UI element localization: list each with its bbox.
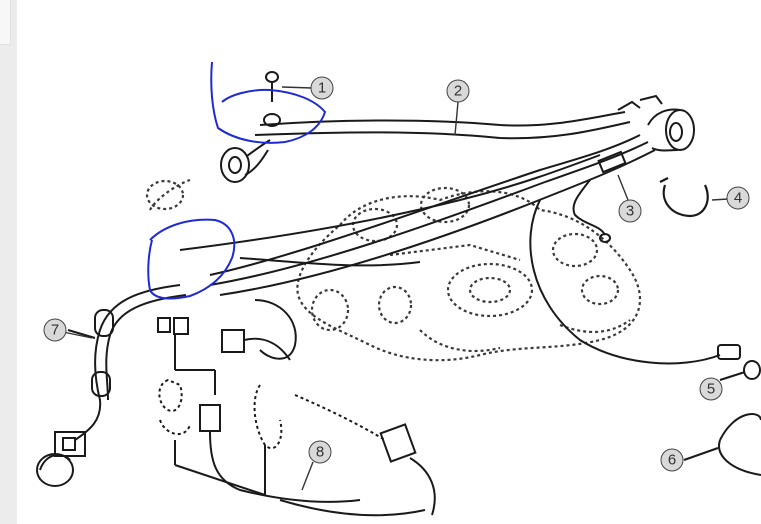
callout-2: 2 [446,79,470,103]
callout-6-label: 6 [668,452,676,469]
callout-4-label: 4 [734,190,742,207]
wire-part-6 [683,413,761,476]
callout-6: 6 [660,448,684,472]
callout-1-label: 1 [318,80,326,97]
harness-branch-part-7 [36,284,187,487]
callout-7-label: 7 [51,322,59,339]
callout-5-label: 5 [707,381,715,398]
connector-grommet [617,94,695,152]
callout-5: 5 [699,377,723,401]
connector-part-5 [529,199,761,381]
callout-8: 8 [308,440,332,464]
callout-3: 3 [618,199,642,223]
callout-2-label: 2 [454,83,462,100]
left-sidebar-notch [0,0,11,45]
engine-block-outline [145,178,642,362]
blue-annotation-marks [147,61,327,300]
callout-1: 1 [310,76,334,100]
callout-leaders [62,86,729,491]
sleeve-part-3 [572,150,627,243]
clip-part-4 [659,177,709,218]
bulb-holder-part-1 [220,71,281,183]
main-harness-bundle [179,111,656,296]
callout-4: 4 [726,186,750,210]
left-sidebar-strip [0,0,17,524]
callout-7: 7 [43,318,67,342]
callout-8-label: 8 [316,444,324,461]
switch-connectors [157,299,436,517]
callout-3-label: 3 [626,203,634,220]
